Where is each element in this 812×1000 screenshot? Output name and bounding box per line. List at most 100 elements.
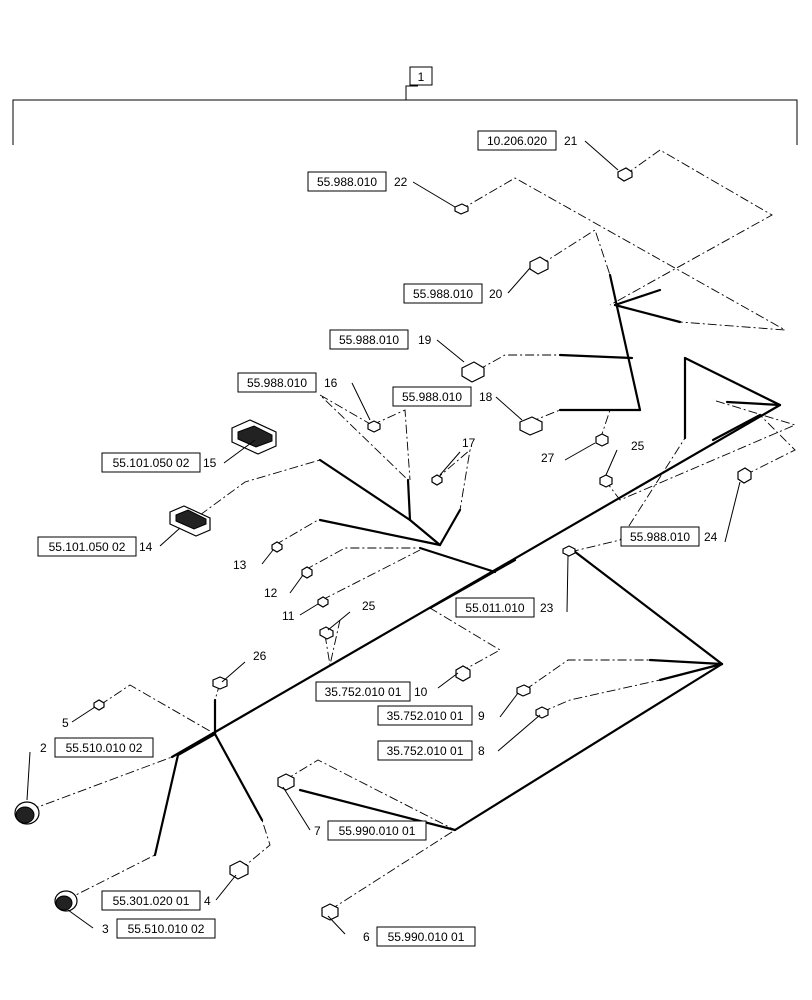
svg-text:55.988.010: 55.988.010 — [247, 376, 307, 390]
connector-17 — [431, 474, 443, 486]
svg-text:7: 7 — [314, 824, 321, 838]
callout-17: 17 — [462, 436, 476, 450]
svg-text:10.206.020: 10.206.020 — [487, 134, 547, 148]
svg-text:23: 23 — [540, 601, 554, 615]
callout-14: 55.101.050 02 14 — [37, 536, 153, 557]
callout-11: 11 — [282, 609, 295, 623]
components — [14, 167, 752, 921]
svg-text:55.988.010: 55.988.010 — [339, 333, 399, 347]
svg-text:55.510.010 02: 55.510.010 02 — [128, 922, 205, 936]
svg-text:18: 18 — [479, 390, 493, 404]
svg-text:55.510.010 02: 55.510.010 02 — [66, 741, 143, 755]
svg-text:22: 22 — [394, 175, 408, 189]
assembly-bracket: 1 — [12, 66, 798, 145]
connector-25-lower — [319, 626, 334, 640]
svg-text:26: 26 — [253, 649, 267, 663]
callout-26: 26 — [253, 649, 267, 663]
connector-25-upper — [599, 474, 613, 488]
callout-leaders — [26, 140, 741, 935]
svg-text:55.988.010: 55.988.010 — [317, 175, 377, 189]
svg-text:16: 16 — [324, 376, 338, 390]
svg-text:35.752.010 01: 35.752.010 01 — [387, 709, 464, 723]
connector-15-pins — [237, 425, 273, 448]
connector-5 — [93, 699, 105, 711]
connector-11 — [317, 596, 329, 608]
callout-23: 55.011.010 23 — [455, 597, 554, 618]
callout-12: 12 — [264, 586, 278, 600]
callout-21: 10.206.020 21 — [477, 130, 578, 151]
assembly-callout-number: 1 — [418, 70, 425, 84]
callout-27: 27 — [541, 451, 555, 465]
connector-26 — [212, 676, 228, 690]
connector-27 — [595, 433, 609, 447]
connector-13 — [271, 541, 283, 553]
connector-7 — [277, 773, 295, 791]
svg-text:35.752.010 01: 35.752.010 01 — [387, 744, 464, 758]
callout-labels: 10.206.020 21 55.988.010 22 55.988.010 2… — [37, 130, 718, 947]
connector-9 — [516, 684, 531, 697]
svg-text:55.101.050 02: 55.101.050 02 — [113, 456, 190, 470]
callout-18: 55.988.010 18 — [392, 386, 493, 407]
svg-text:55.988.010: 55.988.010 — [630, 530, 690, 544]
callout-16: 55.988.010 16 — [237, 372, 338, 393]
svg-text:25: 25 — [631, 439, 645, 453]
svg-text:25: 25 — [362, 599, 376, 613]
svg-text:15: 15 — [203, 456, 217, 470]
connector-6 — [321, 903, 339, 921]
connector-10 — [455, 665, 471, 682]
callout-7: 7 55.990.010 01 — [314, 820, 427, 841]
callout-13: 13 — [233, 558, 247, 572]
svg-text:10: 10 — [414, 685, 428, 699]
connector-18 — [519, 416, 543, 436]
svg-text:55.990.010 01: 55.990.010 01 — [339, 824, 416, 838]
connector-4 — [229, 860, 249, 880]
connector-22 — [454, 203, 469, 215]
svg-text:12: 12 — [264, 586, 278, 600]
callout-19: 55.988.010 19 — [329, 329, 432, 350]
connector-19 — [461, 361, 485, 383]
svg-text:13: 13 — [233, 558, 247, 572]
callout-10: 35.752.010 01 10 — [315, 681, 428, 702]
svg-text:8: 8 — [478, 744, 485, 758]
connector-3-face — [55, 895, 73, 911]
svg-text:21: 21 — [564, 134, 578, 148]
harness-wires — [153, 273, 782, 857]
connector-16 — [367, 420, 381, 433]
svg-text:9: 9 — [478, 709, 485, 723]
callout-9: 35.752.010 01 9 — [377, 705, 485, 726]
svg-text:17: 17 — [462, 436, 476, 450]
svg-text:2: 2 — [40, 741, 47, 755]
callout-25-upper: 25 — [631, 439, 645, 453]
callout-2: 2 55.510.010 02 — [40, 737, 154, 758]
svg-text:55.101.050 02: 55.101.050 02 — [49, 540, 126, 554]
svg-text:35.752.010 01: 35.752.010 01 — [325, 685, 402, 699]
callout-20: 55.988.010 20 — [403, 283, 503, 304]
svg-text:5: 5 — [62, 716, 69, 730]
callout-4: 55.301.020 01 4 — [101, 890, 211, 911]
svg-text:24: 24 — [704, 530, 718, 544]
svg-text:55.988.010: 55.988.010 — [402, 390, 462, 404]
callout-24: 55.988.010 24 — [620, 526, 718, 547]
svg-text:55.301.020 01: 55.301.020 01 — [113, 894, 190, 908]
assembly-callout-box — [409, 66, 433, 86]
svg-text:3: 3 — [102, 922, 109, 936]
svg-text:14: 14 — [139, 540, 153, 554]
svg-text:55.011.010: 55.011.010 — [465, 601, 524, 615]
svg-text:27: 27 — [541, 451, 555, 465]
callout-25-lower: 25 — [362, 599, 376, 613]
callout-5: 5 — [62, 716, 69, 730]
callout-6: 6 55.990.010 01 — [363, 926, 476, 947]
callout-15: 55.101.050 02 15 — [101, 452, 217, 473]
svg-text:20: 20 — [489, 287, 503, 301]
connector-23 — [562, 545, 576, 557]
svg-text:4: 4 — [204, 894, 211, 908]
svg-text:55.990.010 01: 55.990.010 01 — [388, 930, 465, 944]
svg-text:19: 19 — [418, 333, 432, 347]
svg-text:11: 11 — [282, 609, 295, 623]
connector-14-pins — [175, 509, 207, 530]
svg-text:55.988.010: 55.988.010 — [413, 287, 473, 301]
callout-22: 55.988.010 22 — [307, 171, 408, 192]
connector-21 — [617, 167, 633, 182]
callout-3: 3 55.510.010 02 — [102, 918, 216, 939]
